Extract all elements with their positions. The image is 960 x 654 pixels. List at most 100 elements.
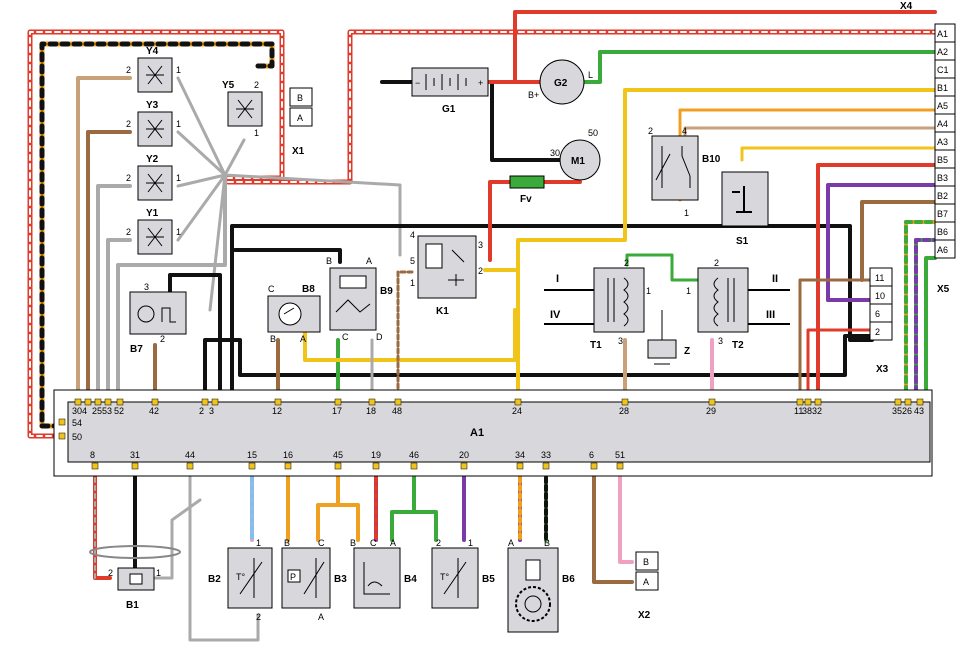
pin-label: A bbox=[508, 538, 514, 548]
sensor-b10: B10 2 4 1 bbox=[648, 126, 721, 218]
b6-label: B6 bbox=[562, 574, 575, 585]
ecu-pin-17: 17 bbox=[332, 406, 342, 416]
pin-label: 1 bbox=[410, 278, 415, 288]
terminal-marker bbox=[94, 398, 102, 406]
b5-label: B5 bbox=[482, 574, 495, 585]
wire-green-t1-t2 bbox=[625, 253, 702, 282]
pin-label: − bbox=[415, 78, 420, 88]
b9-label: B9 bbox=[380, 286, 393, 297]
battery-g1: − + G1 bbox=[411, 67, 489, 115]
pin-label: 1 bbox=[468, 538, 473, 548]
terminal-marker bbox=[410, 462, 418, 470]
terminal-marker bbox=[104, 398, 112, 406]
sensor-b2: T° B2 1 2 bbox=[208, 538, 273, 622]
ecu-pin-4: 4 bbox=[82, 406, 87, 416]
terminal-marker bbox=[131, 462, 139, 470]
pin-label: 1 bbox=[176, 119, 181, 129]
pin-label: 2 bbox=[108, 568, 113, 578]
pin-label: C bbox=[268, 284, 275, 294]
ecu-pin-51: 51 bbox=[615, 450, 625, 460]
wire-pink-x2 bbox=[618, 460, 634, 564]
connector-x1: B A X1 bbox=[289, 87, 313, 157]
pin-label: 1 bbox=[156, 568, 161, 578]
pin-label: B bbox=[350, 538, 356, 548]
pin-label: A bbox=[318, 612, 324, 622]
pin-label: A bbox=[390, 538, 396, 548]
ecu-pin-3: 3 bbox=[209, 406, 214, 416]
wire-brown-x2 bbox=[592, 460, 634, 584]
terminal-marker bbox=[894, 398, 902, 406]
wire-gray-y2 bbox=[96, 184, 132, 404]
terminal-marker bbox=[621, 398, 629, 406]
wire-brown-y3 bbox=[86, 130, 132, 404]
terminal-marker bbox=[58, 432, 66, 440]
x5-pin-A5: A5 bbox=[937, 101, 948, 111]
b3-label: B3 bbox=[334, 574, 347, 585]
pin-label: A bbox=[366, 256, 372, 266]
pin-label: A bbox=[297, 113, 303, 123]
terminal-marker bbox=[74, 398, 82, 406]
pin-label: B bbox=[544, 538, 550, 548]
x5-pin-B3: B3 bbox=[937, 173, 948, 183]
pin-label: 2 bbox=[256, 612, 261, 622]
terminal-marker bbox=[516, 462, 524, 470]
wire-gray-y1 bbox=[106, 238, 132, 404]
y1-label: Y1 bbox=[146, 208, 159, 219]
wire-green-g2 bbox=[583, 50, 937, 84]
suppressor-z: Z bbox=[647, 310, 690, 365]
pin-label: B bbox=[270, 334, 276, 344]
wire-purple-x5 bbox=[826, 183, 937, 302]
x3-pin-11: 11 bbox=[875, 273, 884, 283]
pin-label: 1 bbox=[254, 128, 259, 138]
wire-brown-x5 bbox=[860, 200, 937, 282]
terminal-marker bbox=[804, 398, 812, 406]
terminal-marker bbox=[394, 398, 402, 406]
pin-label: 2 bbox=[254, 80, 259, 90]
ecu-pin-46: 46 bbox=[409, 450, 419, 460]
pin-label: 50 bbox=[588, 128, 598, 138]
injectors: Y4 2 1 Y3 2 1 Y2 2 1 Y1 2 1 Y5 2 1 bbox=[126, 46, 263, 255]
wire-black-g1-m1 bbox=[490, 80, 567, 162]
sensor-b3: P B3 B C A bbox=[281, 538, 347, 622]
pin-label: 1 bbox=[646, 286, 651, 296]
ecu-pin-50: 50 bbox=[72, 432, 82, 442]
ecu-pin-12: 12 bbox=[272, 406, 282, 416]
pin-label: 2 bbox=[436, 538, 441, 548]
x4-label: X4 bbox=[900, 1, 913, 12]
injector-y4: Y4 2 1 bbox=[126, 46, 181, 93]
terminal-marker bbox=[151, 398, 159, 406]
terminal-marker bbox=[334, 398, 342, 406]
terminal-marker bbox=[248, 462, 256, 470]
pin-label: C bbox=[318, 538, 325, 548]
relay-k1: K1 4 5 3 2 1 bbox=[410, 230, 483, 317]
starter-m1: M1 50 30 bbox=[550, 128, 601, 181]
ecu-pin-26: 26 bbox=[902, 406, 912, 416]
ecu-label: A1 bbox=[470, 427, 484, 439]
pin-label: 1 bbox=[684, 208, 689, 218]
switch-s1: S1 bbox=[721, 171, 769, 247]
wire-red-x5 bbox=[816, 163, 937, 404]
b8-label: B8 bbox=[302, 284, 315, 295]
x1-label: X1 bbox=[292, 146, 305, 157]
pin-label: 30 bbox=[550, 148, 560, 158]
ecu-pin-19: 19 bbox=[371, 450, 381, 460]
coil-t2: T2 2 1 3 bbox=[686, 258, 749, 351]
connector-x2: B A X2 bbox=[635, 551, 659, 621]
terminal-marker bbox=[904, 398, 912, 406]
terminal-marker bbox=[542, 462, 550, 470]
terminal-marker bbox=[916, 398, 924, 406]
pin-label: 2 bbox=[126, 227, 131, 237]
b10-label: B10 bbox=[702, 154, 721, 165]
x5-pin-B6: B6 bbox=[937, 227, 948, 237]
ecu-pin-34: 34 bbox=[515, 450, 525, 460]
x5-pin-B5: B5 bbox=[937, 155, 948, 165]
pin-label: C bbox=[342, 332, 349, 342]
coil-t1: T1 2 1 3 bbox=[590, 258, 651, 351]
